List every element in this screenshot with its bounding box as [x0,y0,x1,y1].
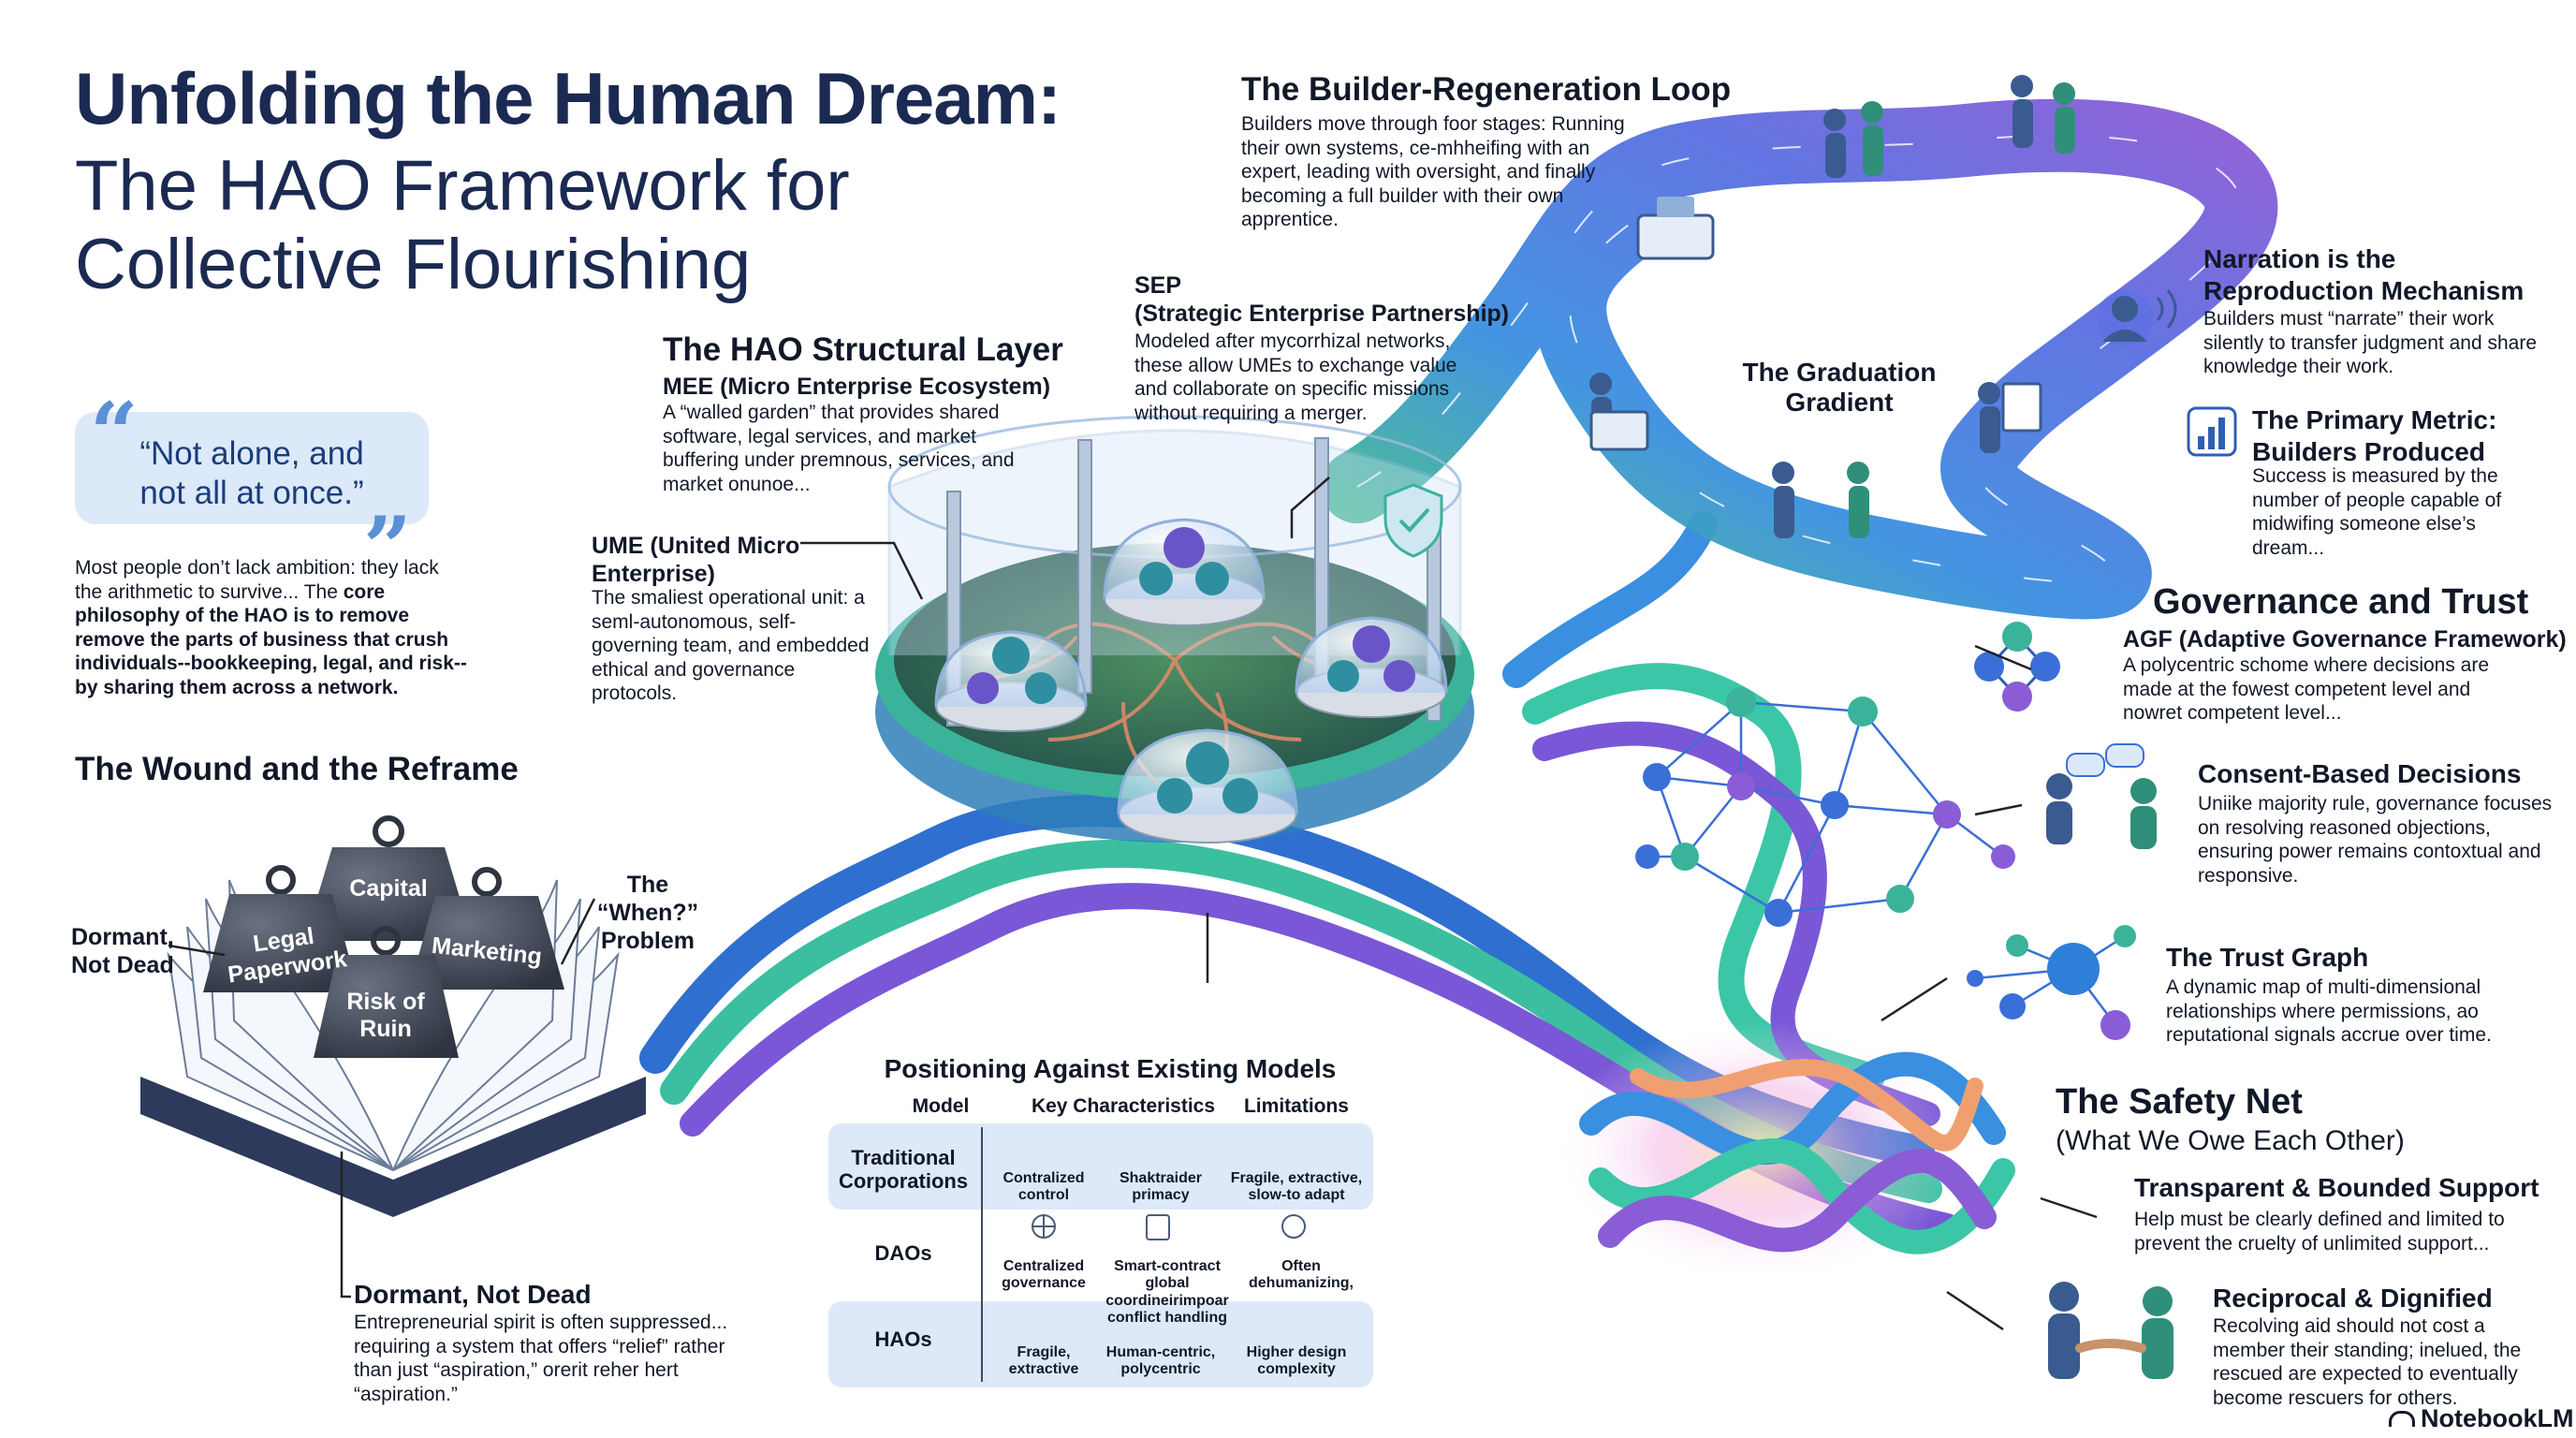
quote-line2: not all at once.” [139,475,364,511]
transparent-body: Help must be clearly defined and limited… [2134,1209,2505,1255]
quote-line1: “Not alone, and [139,435,364,472]
structural-title: The HAO Structural Layer [663,331,1063,368]
row1-limit: Fragile, extractive, slow-to adapt [1230,1170,1363,1204]
intro-paragraph: Most people don’t lack ambition: they la… [75,556,468,700]
safety-net-art [1554,1020,2015,1283]
table-header-limitations: Limitations [1243,1095,1349,1117]
trust-graph-art [1967,925,2136,1040]
weight-risk-label: Risk of Ruin [346,989,425,1042]
main-title-line1: Unfolding the Human Dream: [75,57,1061,139]
trust-title: The Trust Graph [2166,943,2369,972]
consent-body: Uniike majority rule, governance focuses… [2198,793,2553,887]
when-problem-label: The “When?” Problem [596,872,699,954]
consent-people-art [2046,743,2157,849]
intro-bold: core philosophy of the HAO is to remove … [75,580,467,699]
wound-title: The Wound and the Reframe [75,751,519,787]
loop-title: The Builder-Regeneration Loop [1241,71,1732,108]
dormant-bottom-title: Dormant, Not Dead [354,1280,592,1309]
agf-title: AGF (Adaptive Governance Framework) [2123,626,2567,653]
sep-title: SEP [1134,272,1182,299]
mee-title: MEE (Micro Enterprise Ecosystem) [663,374,1051,400]
positioning-title: Positioning Against Existing Models [884,1054,1337,1083]
reciprocal-body: Recolving aid should not cost a member t… [2213,1315,2522,1409]
narration-body: Builders must “narrate” their work silen… [2203,308,2538,378]
open-quote-icon: “ [90,384,139,483]
row3-char2: Human-centric, polycentric [1105,1344,1216,1378]
table-row [828,1123,1373,1210]
quote-text: “Not alone, and not all at once.” [75,434,429,513]
mee-basin [875,415,1474,844]
main-title-line3: Collective Flourishing [75,225,752,304]
metric-body: Success is measured by the number of peo… [2252,465,2502,559]
ume-body: The smaliest operational unit: a seml-au… [592,587,870,705]
narration-icon-art [2097,289,2177,346]
close-quote-icon: ” [363,498,412,597]
table-header-model: Model [912,1095,970,1117]
row2-model: DAOs [874,1241,932,1265]
safety-title: The Safety Net [2056,1082,2303,1122]
agf-body: A polycentric schome where decisions are… [2123,654,2490,725]
dormant-bottom-body: Entrepreneurial spirit is often suppress… [354,1312,728,1405]
row3-char1: Fragile, extractive [1008,1344,1079,1378]
brand-name: NotebookLM [2421,1404,2574,1432]
sep-subtitle: (Strategic Enterprise Partnership) [1134,301,1510,327]
builder-figures [1589,75,2075,538]
weights [203,815,564,1058]
main-title-line2: The HAO Framework for [75,146,850,226]
row3-model: HAOs [874,1328,932,1351]
row3-limit: Higher design complexity [1246,1344,1347,1378]
safety-subtitle: (What We Owe Each Other) [2056,1125,2405,1156]
dormant-left-label: Dormant, Not Dead [71,924,174,978]
narration-title: Narration is the Reproduction Mechanism [2203,244,2525,305]
table-divider [981,1127,983,1382]
graduation-gradient-label: The Graduation Gradient [1742,358,1937,418]
row2-char2: Smart-contract global coordineirimpoar c… [1105,1258,1229,1327]
sep-body: Modeled after mycorrhizal networks, thes… [1134,330,1457,424]
row2-limit: Often dehumanizing, [1249,1258,1354,1292]
agf-network-art [1974,622,2060,712]
table-row [828,1301,1373,1387]
reciprocal-title: Reciprocal & Dignified [2213,1284,2493,1313]
transparent-title: Transparent & Bounded Support [2134,1173,2539,1202]
callout-lines [168,477,2098,1331]
notebooklm-logo-icon [2389,1411,2415,1427]
quote-box [75,412,429,524]
table-header-characteristics: Key Characteristics [1031,1095,1216,1117]
intro-plain: Most people don’t lack ambition: they la… [75,557,439,603]
metric-title: The Primary Metric: Builders Produced [2252,405,2497,466]
open-book [140,879,646,1217]
consent-network-nodes [1635,687,2015,927]
brand-badge: NotebookLM [2389,1404,2573,1433]
row1-char1: Contralized control [1003,1170,1085,1204]
bar-chart-icon-art [2187,406,2237,457]
row2-char1: Centralized governance [1002,1258,1086,1292]
consent-title: Consent-Based Decisions [2198,759,2522,788]
governance-title: Governance and Trust [2153,582,2529,622]
ume-title: UME (United Micro Enterprise) [592,533,800,587]
mee-body: A “walled garden” that provides shared s… [663,402,1015,495]
weight-capital-label: Capital [349,875,428,902]
trust-body: A dynamic map of multi-dimensional relat… [2166,976,2492,1047]
handshake-art [2048,1282,2174,1379]
row1-model: Traditional Corporations [838,1146,969,1194]
row1-char2: Shaktraider primacy [1119,1170,1203,1204]
loop-body: Builders move through foor stages: Runni… [1241,113,1625,231]
